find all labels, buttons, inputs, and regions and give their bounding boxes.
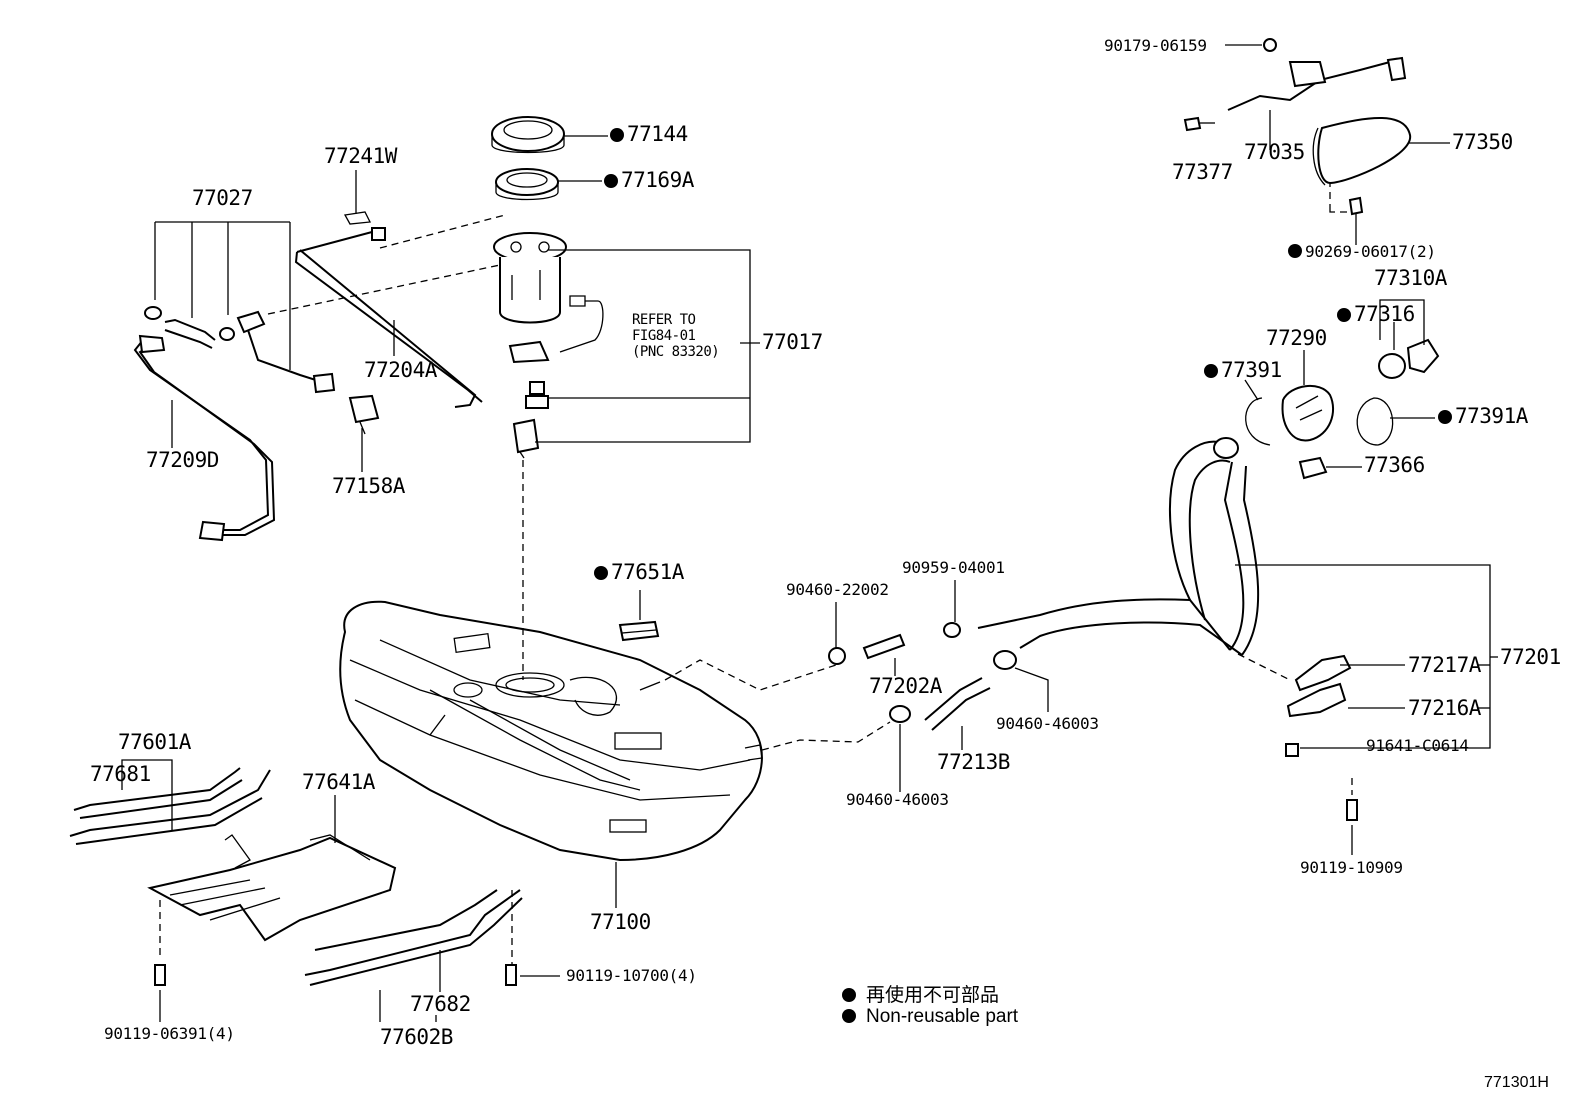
refer-line1: REFER TO [632,312,696,328]
label-77158A: 77158A [332,474,405,498]
bullet-icon [842,1009,856,1023]
label-77681: 77681 [90,762,151,786]
label-77213B: 77213B [937,750,1010,774]
pad-77651A [618,620,660,642]
label-77602B: 77602B [380,1025,453,1049]
refer-line3: (PNC 83320) [632,344,720,360]
label-77682: 77682 [410,992,471,1016]
label-90959-04001: 90959-04001 [902,558,1005,577]
label-77169A: 77169A [604,170,694,191]
figure-id: 771301H [1484,1074,1549,1091]
label-77144: 77144 [610,124,688,145]
label-77216A: 77216A [1408,696,1481,720]
label-77310A: 77310A [1374,266,1447,290]
label-77651A: 77651A [594,562,684,583]
label-90119-10909: 90119-10909 [1300,858,1403,877]
label-90460-46003-left: 90460-46003 [846,790,949,809]
bullet-icon [842,988,856,1002]
fuel-tank-77100 [339,600,763,862]
label-77204A: 77204A [364,358,437,382]
label-90119-06391: 90119-06391(4) [104,1024,235,1043]
hoses-clamps [828,622,1017,731]
label-77201: 77201 [1500,645,1561,669]
label-77391: 77391 [1204,360,1282,381]
label-77027: 77027 [192,186,253,210]
label-90269-06017: 90269-06017(2) [1288,244,1436,260]
label-91641-C0614: 91641-C0614 [1366,736,1469,755]
label-77601A: 77601A [118,730,191,754]
label-77391A: 77391A [1438,406,1528,427]
label-77377: 77377 [1172,160,1233,184]
vapor-lines [133,211,483,542]
legend-en-text: Non-reusable part [866,1006,1019,1027]
label-90119-10700: 90119-10700(4) [566,966,697,985]
label-77202A: 77202A [869,674,942,698]
label-77017: 77017 [762,330,823,354]
label-77209D: 77209D [146,448,219,472]
label-77316: 77316 [1337,304,1415,325]
filler-pipe-77201 [977,437,1358,821]
label-90460-22002: 90460-22002 [786,580,889,599]
label-77217A: 77217A [1408,653,1481,677]
legend-jp-text: 再使用不可部品 [866,985,1000,1006]
label-90179-06159: 90179-06159 [1104,36,1207,55]
label-90460-46003-right: 90460-46003 [996,714,1099,733]
refer-line2: FIG84-01 [632,328,696,344]
legend-jp: 再使用不可部品 [842,980,999,1007]
label-77641A: 77641A [302,770,375,794]
label-77290: 77290 [1266,326,1327,350]
label-77100: 77100 [590,910,651,934]
label-77035: 77035 [1244,140,1305,164]
filler-cap-parts [1183,38,1440,480]
brackets-protectors [69,767,523,986]
label-77350: 77350 [1452,130,1513,154]
pump-assembly [491,116,604,459]
label-77241W: 77241W [324,144,397,168]
legend-en: Non-reusable part [842,1006,1018,1028]
dashed-leaders [159,180,1353,965]
label-77366: 77366 [1364,453,1425,477]
leader-lines [121,44,1498,1022]
